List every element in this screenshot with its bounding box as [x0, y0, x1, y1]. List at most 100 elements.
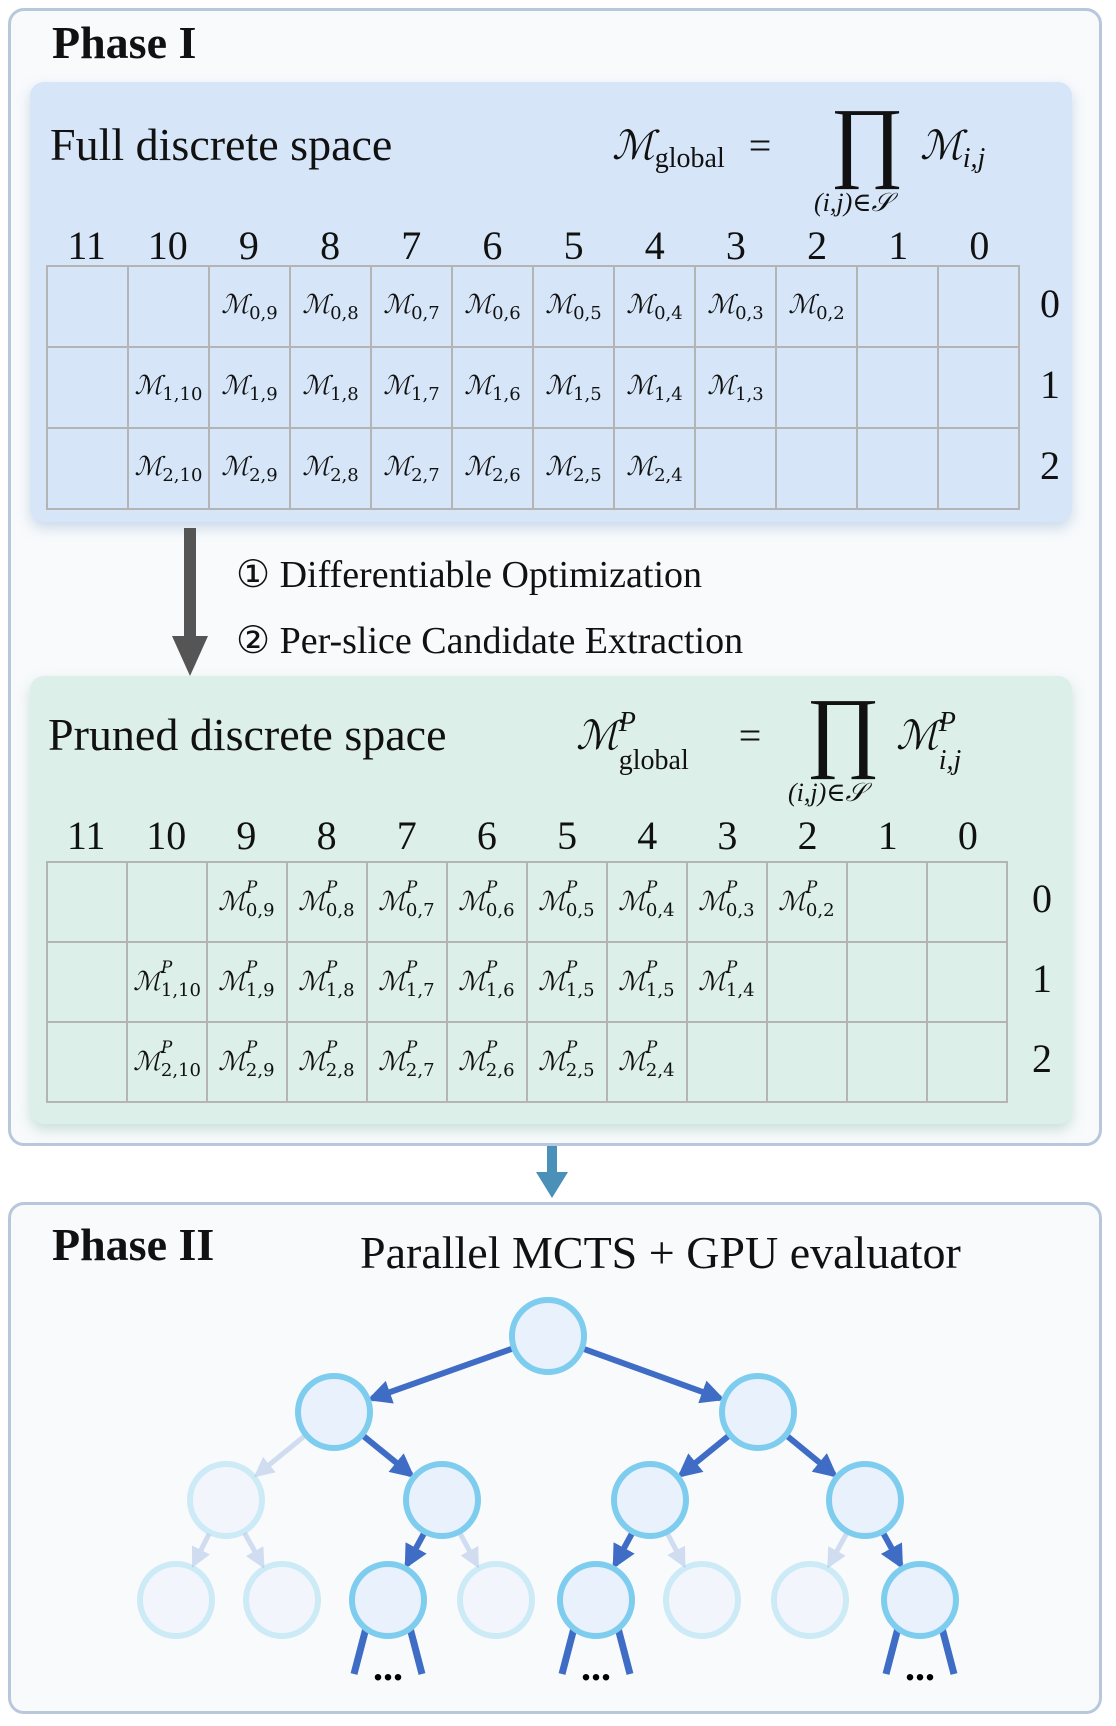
- grid-cell: ℳ0,5: [532, 265, 615, 348]
- grid-cell: ℳ2,10: [127, 427, 210, 510]
- full_space-column-number: 5: [563, 223, 584, 268]
- step-2-label: ② Per-slice Candidate Extraction: [236, 620, 744, 662]
- tree-edge: [582, 1346, 725, 1404]
- grid-cell: [46, 265, 129, 348]
- grid-cell: [926, 861, 1008, 943]
- full_space-row-number: 2: [1040, 442, 1060, 488]
- grid-cell: [846, 941, 928, 1023]
- tree-continuation-edge: [614, 1627, 634, 1675]
- mcts-tree: .........: [137, 1297, 959, 1689]
- grid-cell: [46, 346, 129, 429]
- grid-cell: ℳ1,6: [451, 346, 534, 429]
- grid-cell: [926, 941, 1008, 1023]
- grid-cell: ℳ0,8: [289, 265, 372, 348]
- full_space-column-number: 8: [320, 223, 341, 268]
- tree-continuation-edge: [938, 1627, 958, 1675]
- tree-edge: [612, 1532, 635, 1570]
- grid-cell: ℳ0,3: [694, 265, 777, 348]
- tree-node: [881, 1561, 959, 1639]
- grid-cell: [766, 1021, 848, 1103]
- tree-node: [509, 1297, 587, 1375]
- pruned_space-column-number: 3: [717, 813, 738, 858]
- tree-ellipsis: ...: [581, 1644, 611, 1689]
- grid-cell: [846, 861, 928, 943]
- pruned-space-title: Pruned discrete space: [48, 709, 447, 760]
- pruned_space-column-number: 2: [797, 813, 818, 858]
- grid-cell: [775, 427, 858, 510]
- tree-node: [611, 1461, 689, 1539]
- full-space-prod-subscript: (i,j)∈𝒮: [814, 188, 892, 217]
- grid-cell: [126, 861, 208, 943]
- grid-cell: ℳ1,7: [370, 346, 453, 429]
- pruned_space-column-number: 6: [476, 813, 497, 858]
- phase2-subtitle: Parallel MCTS + GPU evaluator: [360, 1227, 961, 1278]
- grid-cell: ℳ2,5: [532, 427, 615, 510]
- tree-edge: [457, 1532, 480, 1569]
- grid-cell: ℳ2,6: [451, 427, 534, 510]
- tree-node: [557, 1561, 635, 1639]
- grid-cell: ℳ1,4: [613, 346, 696, 429]
- grid-cell: ℳ0,9: [208, 265, 291, 348]
- grid-cell: [775, 346, 858, 429]
- full_space-column-number: 10: [147, 223, 188, 268]
- tree-node: [826, 1461, 904, 1539]
- pruned_space-column-number: 9: [236, 813, 257, 858]
- tree-edge: [665, 1532, 686, 1569]
- tree-edge: [367, 1345, 514, 1404]
- tree-edge: [242, 1531, 265, 1569]
- down-arrow: [172, 528, 208, 676]
- phase1-title: Phase I: [52, 17, 197, 68]
- tree-continuation-edge: [406, 1627, 426, 1675]
- full-space-title: Full discrete space: [50, 119, 393, 170]
- tree-node: [719, 1373, 797, 1451]
- pruned_space-column-number: 8: [316, 813, 337, 858]
- pruned_space-column-number: 7: [396, 813, 417, 858]
- tree-continuation-edge: [350, 1627, 370, 1675]
- grid-cell: ℳ1,8: [289, 346, 372, 429]
- grid-cell: ℳ0,7: [370, 265, 453, 348]
- grid-cell: ℳ2,9: [208, 427, 291, 510]
- grid-cell: [937, 427, 1020, 510]
- grid-cell: [937, 265, 1020, 348]
- grid-cell: [856, 427, 939, 510]
- full-space-formula-rhs: ℳi,j: [920, 123, 986, 174]
- tree-edge: [880, 1531, 904, 1570]
- pruned_space-column-number: 1: [877, 813, 898, 858]
- tree-node: [187, 1461, 265, 1539]
- grid-cell: [46, 941, 128, 1023]
- grid-cell: ℳ1,3: [694, 346, 777, 429]
- tree-edge: [677, 1433, 731, 1478]
- full_space-row-number: 1: [1040, 361, 1060, 407]
- pruned_space-row-number: 2: [1032, 1036, 1052, 1081]
- tree-node: [349, 1561, 427, 1639]
- full_space-column-number: 0: [969, 223, 990, 268]
- grid-cell: [856, 346, 939, 429]
- pruned-space-prod-subscript: (i,j)∈𝒮: [788, 778, 866, 807]
- full_space-column-number: 11: [67, 223, 106, 268]
- full-space-formula-lhs: ℳglobal =: [612, 123, 772, 174]
- tree-node: [243, 1561, 321, 1639]
- pruned-space-prod-symbol: ∏: [806, 681, 881, 780]
- grid-cell: [846, 1021, 928, 1103]
- pruned_space-column-number: 0: [957, 813, 978, 858]
- full_space-row-number: 0: [1040, 280, 1060, 326]
